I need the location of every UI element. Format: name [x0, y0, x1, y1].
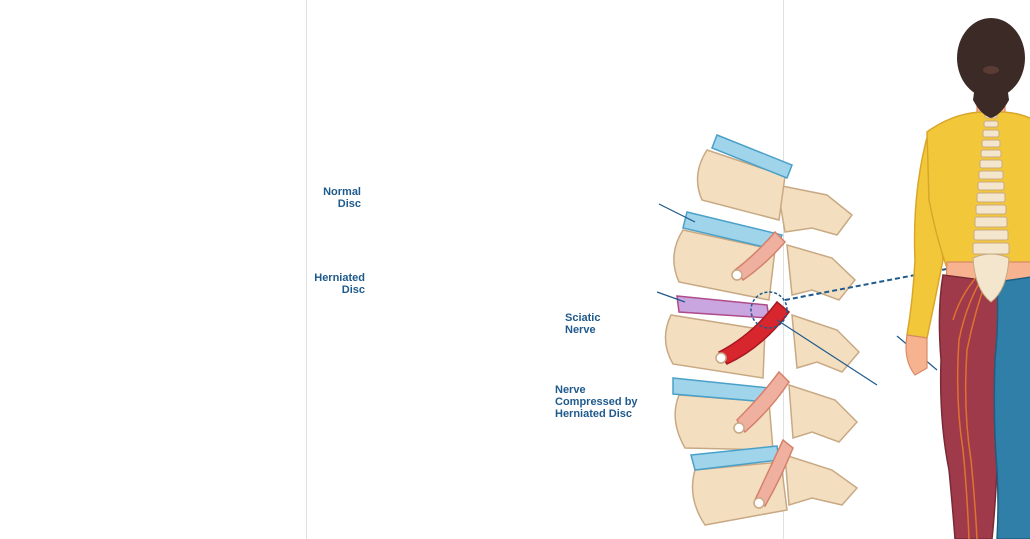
vertebra-2	[673, 229, 776, 301]
human-figure-back-view	[905, 18, 1030, 539]
head	[957, 18, 1025, 98]
hair-tie	[983, 66, 999, 74]
nerve-roots	[733, 230, 794, 508]
vertebra-3	[664, 314, 766, 379]
posterior-processes	[776, 184, 861, 506]
herniated-disc	[676, 295, 770, 319]
nerve-opening	[753, 497, 765, 509]
label-herniated-disc: Herniated Disc	[314, 272, 365, 296]
label-nerve-compressed: Nerve Compressed by Herniated Disc	[555, 384, 638, 420]
compression-circle	[750, 291, 788, 329]
lumbar-spine-section	[664, 134, 861, 526]
left-hand	[905, 334, 928, 376]
sciatica-illustration	[656, 18, 1030, 539]
right-leg	[993, 276, 1030, 539]
nerve-opening	[715, 352, 727, 364]
label-normal-disc: Normal Disc	[323, 186, 361, 210]
vertebra-5	[691, 461, 788, 526]
nerve-opening	[733, 422, 745, 434]
illustration-panel: Normal Disc Herniated Disc Nerve Compres…	[306, 0, 1030, 539]
label-sciatic-nerve: Sciatic Nerve	[565, 312, 601, 336]
vertebra-1	[696, 149, 786, 221]
left-leg-inflamed	[938, 274, 1000, 539]
figure-spine	[972, 111, 1010, 303]
hair-ponytail	[973, 62, 1009, 118]
nerve-opening	[731, 269, 743, 281]
